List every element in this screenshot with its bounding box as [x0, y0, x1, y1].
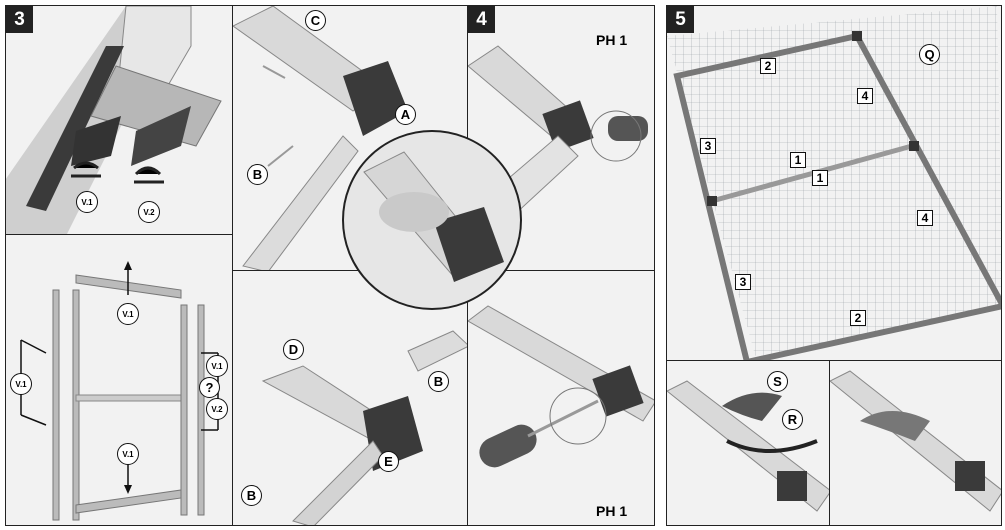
callout-v1-top: V.1	[117, 303, 139, 325]
spline-insertion-illustration	[667, 380, 829, 512]
part-label-2-bottom: 2	[850, 310, 866, 326]
brush-placement-diagram	[20, 261, 219, 521]
brush-profile-illustration	[6, 6, 222, 234]
part-label-3-left: 3	[700, 138, 716, 154]
callout-b-right: B	[428, 371, 449, 392]
assembled-frame-illustration	[667, 6, 1001, 360]
panel-step-3-top: 3 V.1 V.2	[5, 5, 233, 235]
panel-step-4-bottom: PH 1	[467, 270, 655, 526]
callout-s: S	[767, 371, 788, 392]
tool-label-bottom: PH 1	[596, 503, 628, 519]
part-label-2-top: 2	[760, 58, 776, 74]
panel-step-5-bottom-left: S R	[666, 360, 830, 526]
part-label-4-top: 4	[857, 88, 873, 104]
step-number-4: 4	[468, 6, 495, 33]
corner-assembly-illustration	[233, 6, 408, 270]
panel-step-5-bottom-right	[829, 360, 1002, 526]
part-label-4-right: 4	[917, 210, 933, 226]
callout-v1-brush: V.1	[76, 191, 98, 213]
callout-v1-right: V.1	[206, 355, 228, 377]
callout-v1-bottom: V.1	[117, 443, 139, 465]
step-number-3: 3	[6, 6, 33, 33]
callout-v1-left: V.1	[10, 373, 32, 395]
callout-v2-brush: V.2	[138, 201, 160, 223]
panel-step-3-bottom: V.1 V.1 V.1 ? V.2 V.1	[5, 234, 233, 526]
screwdriver-fastening-bottom	[468, 305, 654, 468]
detail-magnifier	[342, 130, 522, 310]
part-label-3-bottom: 3	[735, 274, 751, 290]
callout-a: A	[395, 104, 416, 125]
part-label-1-a: 1	[790, 152, 806, 168]
callout-d: D	[283, 339, 304, 360]
mesh-trim-illustration	[830, 370, 1001, 512]
tool-label-top: PH 1	[596, 32, 628, 48]
part-label-1-b: 1	[812, 170, 828, 186]
callout-r: R	[782, 409, 803, 430]
callout-q: Q	[919, 44, 940, 65]
callout-b-top: B	[247, 164, 268, 185]
callout-b-bottom: B	[241, 485, 262, 506]
cross-assembly-illustration	[261, 330, 467, 525]
callout-c: C	[305, 10, 326, 31]
callout-e: E	[378, 451, 399, 472]
callout-v2-right: V.2	[206, 398, 228, 420]
step-number-5: 5	[667, 6, 694, 33]
callout-question: ?	[199, 377, 220, 398]
detail-magnifier-illustration	[363, 151, 504, 282]
panel-step-5-top: 5 2 4 3 1 1 4 3 2 Q	[666, 5, 1002, 361]
panel-cross-assembly: D B E B	[232, 270, 468, 526]
